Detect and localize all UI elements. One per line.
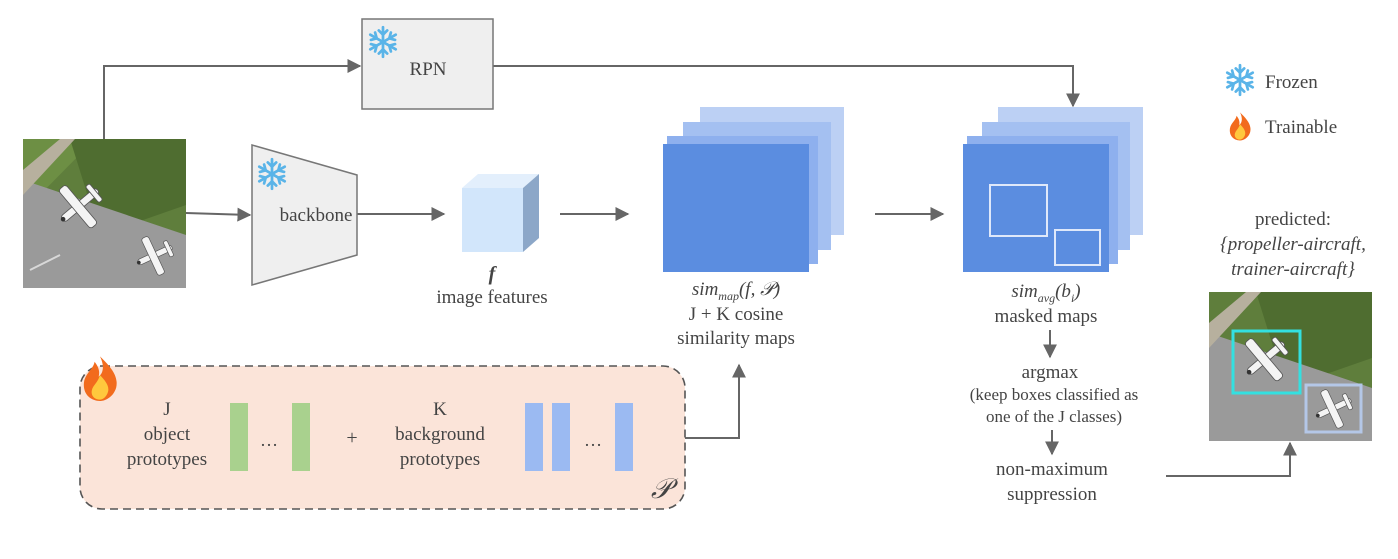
- flow-arrows: [103, 59, 1297, 477]
- argmax-note-1: (keep boxes classified as: [970, 385, 1139, 404]
- output-aerial-image: [1209, 292, 1372, 441]
- masked-maps-stack: simavg(bi) masked maps: [963, 107, 1143, 327]
- rpn-block: RPN: [361, 18, 494, 110]
- prototypes-panel: J object prototypes … + K background pro…: [79, 356, 686, 510]
- simavg-func: sim: [1011, 281, 1037, 302]
- arrow-image-to-backbone: [185, 207, 252, 222]
- object-proto-ellipsis: …: [260, 430, 278, 450]
- object-proto-line2: object: [144, 424, 191, 445]
- prediction-block: predicted: {propeller-aircraft, trainer-…: [1209, 209, 1372, 441]
- backbone-label: backbone: [280, 205, 353, 226]
- proposal-box: [1054, 229, 1101, 266]
- simmap-line2: similarity maps: [677, 328, 795, 349]
- object-proto-line1: J: [163, 399, 170, 420]
- argmax-note-2: one of the J classes): [986, 407, 1122, 426]
- background-prototype-bar: [552, 403, 570, 471]
- rpn-label: RPN: [410, 59, 447, 80]
- masked-maps-label: masked maps: [995, 306, 1098, 327]
- bg-proto-line1: K: [433, 399, 447, 420]
- similarity-maps-stack: simmap(f, 𝒫) J + K cosine similarity map…: [663, 107, 844, 349]
- simmap-args: (f, 𝒫): [739, 279, 780, 300]
- simmap-sub: map: [718, 289, 739, 303]
- nms-line2: suppression: [1007, 484, 1097, 505]
- backbone-block: backbone: [251, 144, 358, 286]
- bg-proto-line3: prototypes: [400, 449, 480, 470]
- feature-cube: f image features: [436, 174, 548, 308]
- background-prototype-bar: [525, 403, 543, 471]
- simmap-line1: J + K cosine: [689, 304, 784, 325]
- fire-icon: [83, 356, 117, 401]
- proposal-box: [989, 184, 1048, 237]
- prediction-title: predicted:: [1255, 209, 1331, 230]
- simavg-args-open: (b: [1055, 281, 1071, 302]
- features-symbol: f: [489, 263, 498, 285]
- arrow-rpn-to-masked-maps: [493, 65, 1080, 108]
- arrow-prototypes-to-simmap: [685, 363, 746, 439]
- input-aerial-image: [23, 139, 186, 288]
- arrow-image-to-rpn: [103, 59, 362, 139]
- object-prototype-bar: [292, 403, 310, 471]
- arrow-nms-to-prediction: [1166, 441, 1297, 477]
- proto-plus: +: [346, 427, 357, 449]
- simmap-func: sim: [692, 279, 718, 300]
- bg-proto-ellipsis: …: [584, 430, 602, 450]
- features-label: image features: [436, 287, 547, 308]
- legend: Frozen Trainable: [1225, 63, 1337, 141]
- legend-trainable: Trainable: [1265, 117, 1337, 138]
- nms-line1: non-maximum: [996, 459, 1108, 480]
- object-proto-line3: prototypes: [127, 449, 207, 470]
- background-prototype-bar: [615, 403, 633, 471]
- legend-frozen: Frozen: [1265, 72, 1318, 93]
- simavg-args-close: ): [1073, 281, 1080, 302]
- prediction-class-2: trainer-aircraft}: [1231, 259, 1355, 280]
- bg-proto-line2: background: [395, 424, 485, 445]
- snowflake-icon: [1225, 63, 1255, 97]
- simavg-sub: avg: [1038, 291, 1055, 305]
- postprocessing: argmax (keep boxes classified as one of …: [970, 362, 1139, 505]
- simavg-args-sub: i: [1071, 291, 1074, 305]
- prediction-class-1: {propeller-aircraft,: [1220, 234, 1366, 255]
- prediction-box-trainer: [1304, 383, 1363, 434]
- svg-text:simavg(bi): simavg(bi): [1011, 281, 1080, 305]
- object-prototype-bar: [230, 403, 248, 471]
- svg-text:simmap(f, 𝒫): simmap(f, 𝒫): [692, 279, 780, 303]
- fire-icon: [1229, 112, 1251, 141]
- argmax-label: argmax: [1022, 362, 1079, 383]
- prediction-box-propeller: [1231, 329, 1302, 395]
